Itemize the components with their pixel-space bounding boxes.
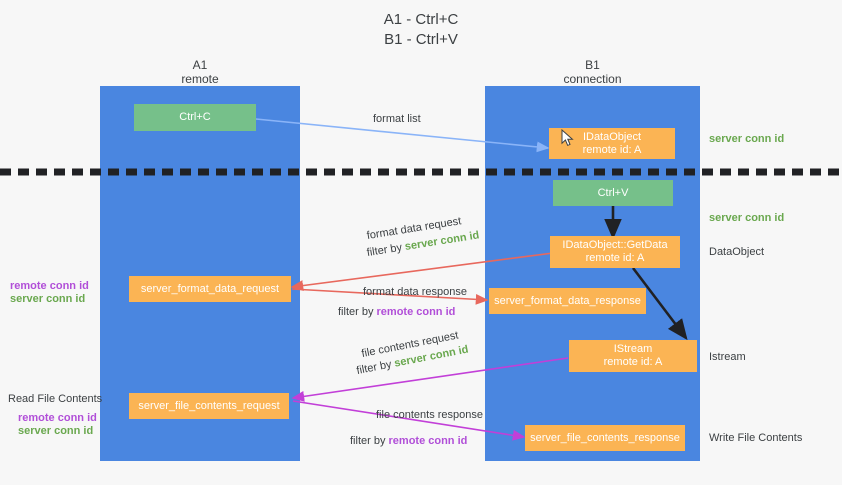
label-read-file-contents: Read File Contents [8, 393, 103, 405]
label-server-conn-id-left-1: server conn id [10, 293, 86, 305]
box-ctrl-v[interactable]: Ctrl+V [553, 180, 673, 206]
lane-header-a1: A1 remote [181, 58, 219, 86]
filter-value: remote conn id [376, 306, 456, 318]
page-title: A1 - Ctrl+C B1 - Ctrl+V [383, 11, 459, 48]
box-server-format-data-response[interactable]: server_format_data_response [489, 288, 646, 314]
filter-prefix: filter by [355, 357, 396, 378]
label-server-conn-id-left-2: server conn id [18, 425, 94, 437]
edge-label-format-data-response-filter: filter by remote conn id [338, 305, 455, 319]
edge-label-format-data-response: format data response [363, 286, 467, 298]
edge-label-format-list: format list [373, 113, 421, 125]
box-idataobject-getdata[interactable]: IDataObject::GetData remote id: A [550, 236, 680, 268]
label-server-conn-id-right-1: server conn id [709, 133, 785, 145]
filter-prefix: filter by [338, 306, 377, 318]
label-server-conn-id-right-2: server conn id [709, 212, 785, 224]
box-server-format-data-request[interactable]: server_format_data_request [129, 276, 291, 302]
box-ctrl-c[interactable]: Ctrl+C [134, 104, 256, 131]
box-server-file-contents-request[interactable]: server_file_contents_request [129, 393, 289, 419]
filter-prefix: filter by [365, 241, 406, 260]
label-remote-conn-id-left-1: remote conn id [10, 280, 89, 292]
box-istream[interactable]: IStream remote id: A [569, 340, 697, 372]
filter-prefix: filter by [350, 435, 389, 447]
edge-label-file-contents-response: file contents response [376, 409, 484, 421]
lane-header-b1: B1 connection [563, 58, 622, 86]
label-dataobject: DataObject [709, 246, 765, 258]
label-istream-right: Istream [709, 351, 746, 363]
label-remote-conn-id-left-2: remote conn id [18, 412, 97, 424]
label-write-file-contents: Write File Contents [709, 432, 803, 444]
box-server-file-contents-response[interactable]: server_file_contents_response [525, 425, 685, 451]
edge-label-file-contents-response-filter: filter by remote conn id [350, 434, 467, 448]
box-idataobject[interactable]: IDataObject remote id: A [549, 128, 675, 159]
filter-value: remote conn id [388, 435, 468, 447]
